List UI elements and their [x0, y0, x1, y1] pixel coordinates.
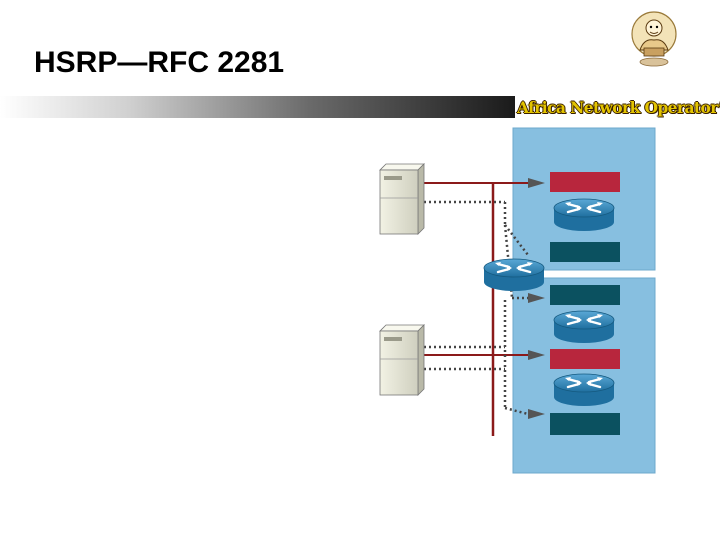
- org-banner: Africa Network Operator’s Group: [515, 96, 720, 122]
- standby-link-block-bottom: [550, 413, 620, 435]
- slide-title: HSRP—RFC 2281: [34, 46, 285, 79]
- server-icon: [379, 324, 425, 396]
- active-link-block-bottom: [550, 349, 620, 369]
- standby-link-block-top: [550, 242, 620, 262]
- arrow-active-bottom: [528, 350, 545, 360]
- arrow-active-top: [528, 178, 545, 188]
- arrow-standby-bottom: [528, 409, 545, 419]
- active-link-block-top: [550, 172, 620, 192]
- router-icon: [552, 309, 616, 345]
- router-icon: [552, 197, 616, 233]
- mascot-logo-icon: [631, 11, 677, 67]
- header-gradient-bar: [0, 96, 516, 118]
- org-banner-text: Africa Network Operator’s Group: [517, 98, 720, 117]
- server-icon: [379, 163, 425, 235]
- arrow-standby-top: [528, 293, 545, 303]
- standby-link-block-mid: [550, 285, 620, 305]
- router-icon: [482, 257, 546, 293]
- router-icon: [552, 372, 616, 408]
